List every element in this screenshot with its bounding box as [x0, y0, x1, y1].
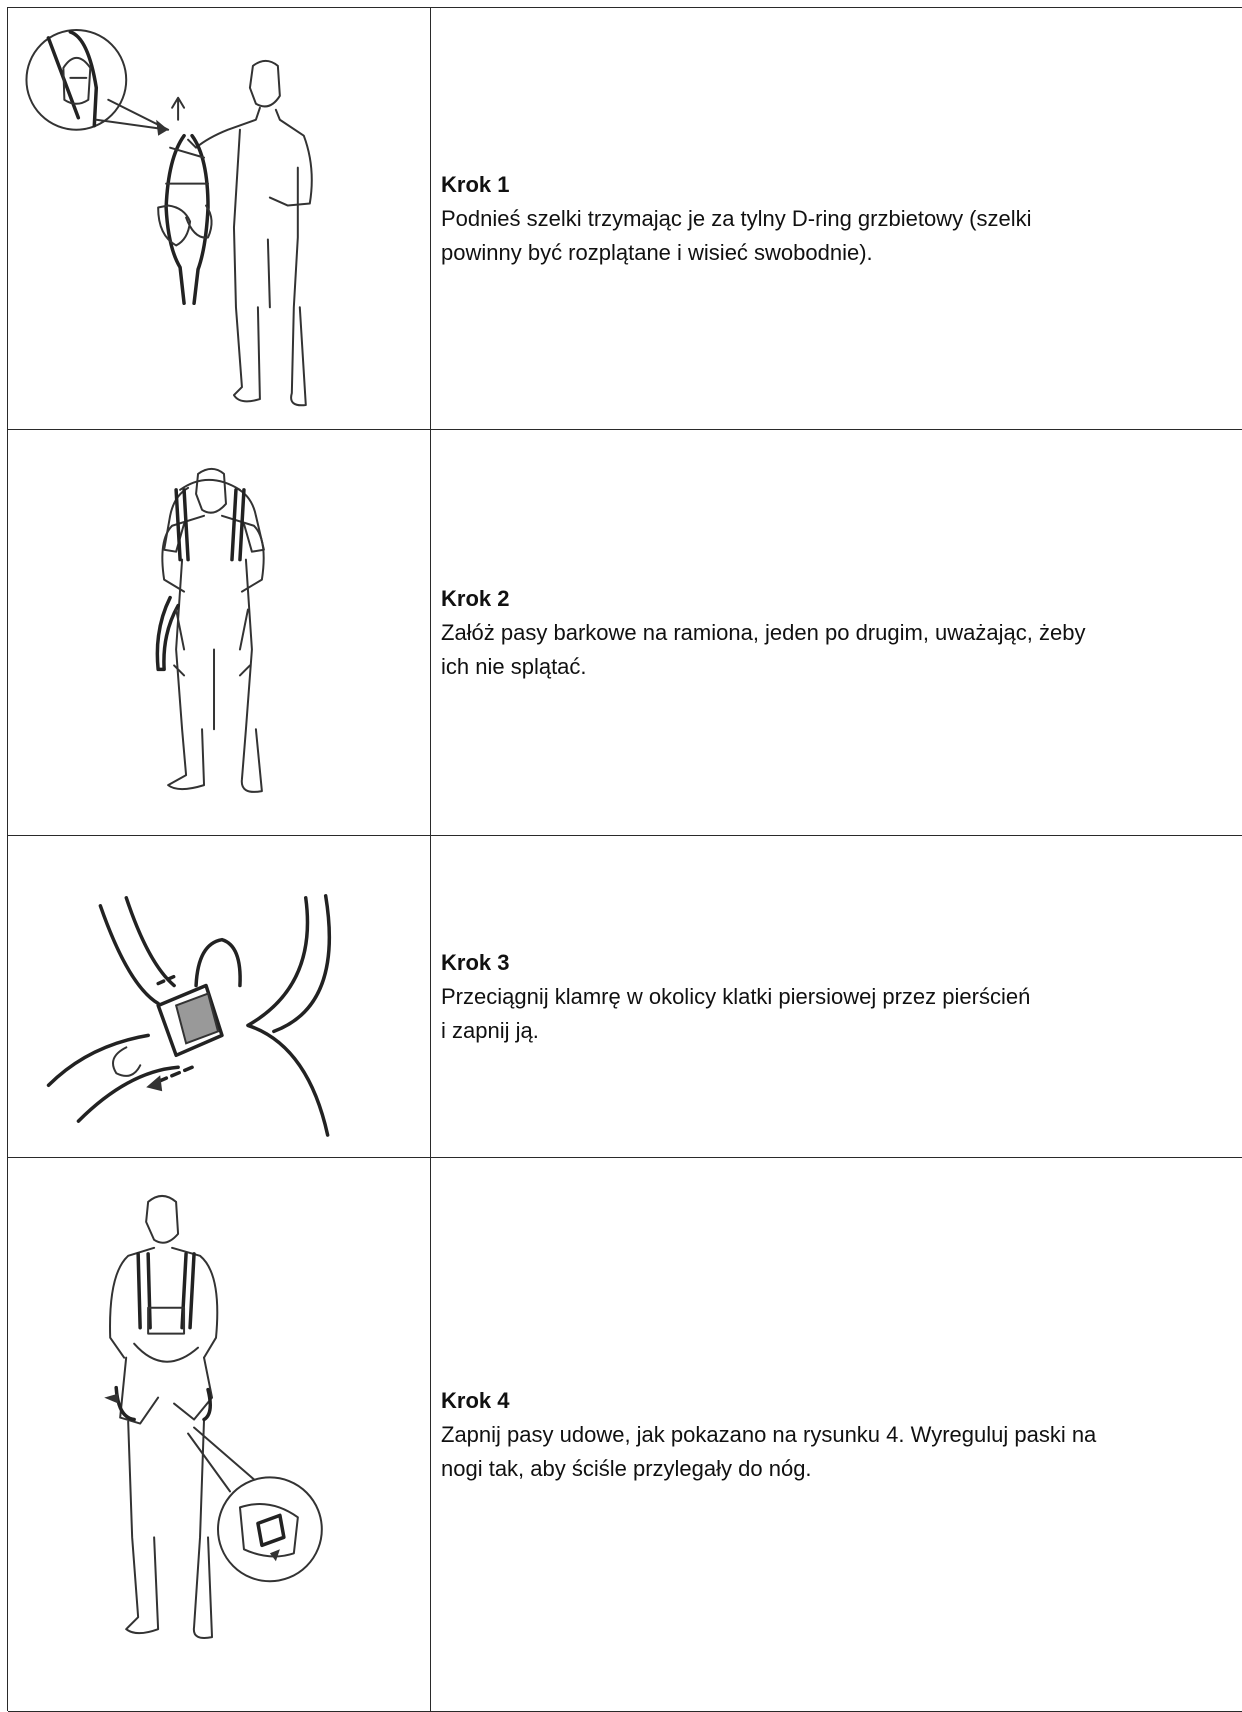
step-title: Krok 4	[441, 1384, 1242, 1418]
step-title: Krok 3	[441, 946, 1242, 980]
step-text: Krok 2 Załóż pasy barkowe na ramiona, je…	[441, 430, 1242, 835]
step-text: Krok 4 Zapnij pasy udowe, jak pokazano n…	[441, 1158, 1242, 1711]
step-description: Zapnij pasy udowe, jak pokazano na rysun…	[441, 1418, 1242, 1486]
table-row: Krok 4 Zapnij pasy udowe, jak pokazano n…	[8, 1158, 1242, 1712]
table-row: Krok 3 Przeciągnij klamrę w okolicy klat…	[8, 836, 1242, 1158]
step-description: Podnieś szelki trzymając je za tylny D-r…	[441, 202, 1242, 270]
step-title: Krok 1	[441, 168, 1242, 202]
step-text: Krok 3 Przeciągnij klamrę w okolicy klat…	[441, 836, 1242, 1157]
person-putting-on-shoulder-straps-illustration	[8, 430, 431, 835]
step-title: Krok 2	[441, 582, 1242, 616]
table-row: Krok 2 Załóż pasy barkowe na ramiona, je…	[8, 430, 1242, 836]
step-description: Przeciągnij klamrę w okolicy klatki pier…	[441, 980, 1242, 1048]
chest-buckle-through-ring-illustration	[8, 836, 431, 1157]
instruction-table: Krok 1 Podnieś szelki trzymając je za ty…	[7, 7, 1242, 1711]
person-lifting-harness-illustration	[8, 8, 431, 429]
table-row: Krok 1 Podnieś szelki trzymając je za ty…	[8, 8, 1242, 430]
person-fastening-leg-straps-illustration	[8, 1158, 431, 1711]
step-text: Krok 1 Podnieś szelki trzymając je za ty…	[441, 8, 1242, 429]
step-description: Załóż pasy barkowe na ramiona, jeden po …	[441, 616, 1242, 684]
